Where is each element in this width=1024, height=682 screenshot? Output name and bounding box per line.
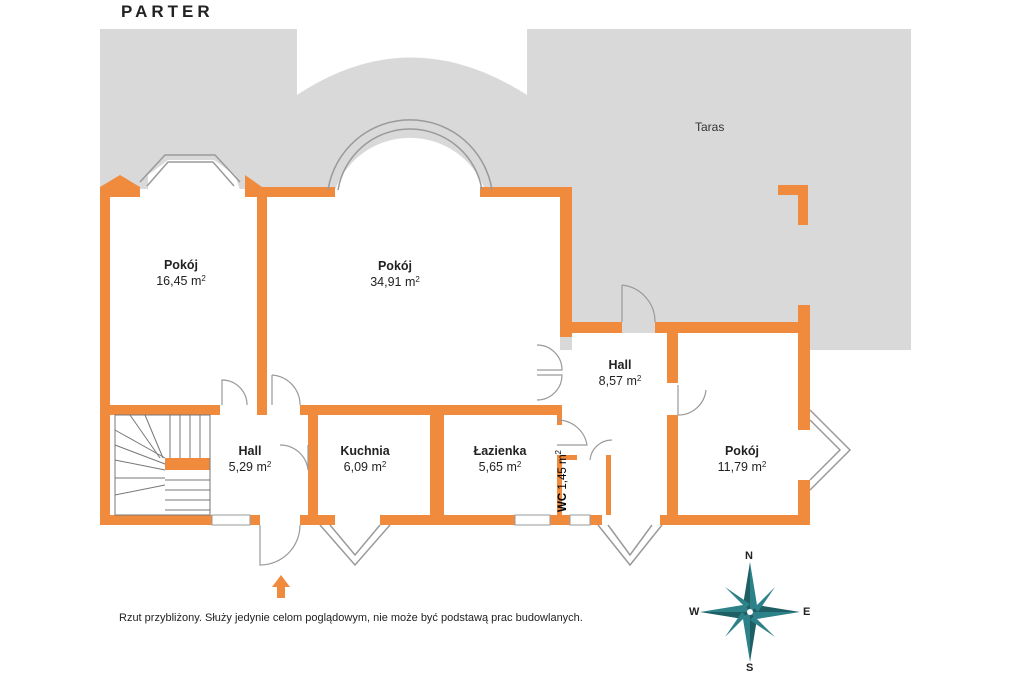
room-name: Pokój: [724, 444, 760, 458]
room-area: 5,65 m2: [478, 460, 522, 474]
walls: [100, 175, 810, 525]
stairs: [114, 414, 211, 516]
room-label-pokoj-2: Pokój 34,91 m2: [355, 258, 435, 290]
room-area: 1,45 m2: [554, 450, 569, 490]
room-area: 34,91 m2: [370, 275, 420, 289]
disclaimer-text: Rzut przybliżony. Służy jedynie celom po…: [119, 612, 583, 624]
room-area: 11,79 m2: [717, 460, 767, 474]
terrace-label: Taras: [695, 120, 725, 134]
room-name: Hall: [608, 358, 632, 372]
room-label-pokoj-1: Pokój 16,45 m2: [141, 257, 221, 289]
room-label-kuchnia: Kuchnia 6,09 m2: [325, 443, 405, 475]
room-name: WC: [556, 492, 569, 512]
windows: [211, 514, 591, 526]
room-name: Hall: [238, 444, 262, 458]
room-area: 8,57 m2: [598, 374, 642, 388]
room-area: 16,45 m2: [156, 274, 206, 288]
compass-south: S: [746, 662, 754, 674]
room-name: Łazienka: [473, 444, 527, 458]
entrance-arrow-icon: [272, 575, 290, 598]
room-label-lazienka: Łazienka 5,65 m2: [460, 443, 540, 475]
terrace: [100, 29, 911, 350]
room-label-wc: WC 1,45 m2: [554, 450, 569, 512]
room-name: Pokój: [163, 258, 199, 272]
room-area: 5,29 m2: [228, 460, 272, 474]
room-label-hall-2: Hall 5,29 m2: [210, 443, 290, 475]
room-area: 6,09 m2: [343, 460, 387, 474]
door-swings: [221, 284, 707, 566]
compass-rose-icon: [700, 562, 800, 662]
compass-north: N: [745, 550, 753, 562]
room-name: Pokój: [377, 259, 413, 273]
compass-west: W: [689, 606, 700, 618]
bay-windows: [139, 119, 852, 567]
floor-title: PARTER: [121, 2, 214, 21]
room-label-pokoj-3: Pokój 11,79 m2: [702, 443, 782, 475]
compass-east: E: [803, 606, 811, 618]
room-name: Kuchnia: [340, 444, 390, 458]
room-label-hall-1: Hall 8,57 m2: [580, 357, 660, 389]
room-floors: [110, 137, 798, 515]
